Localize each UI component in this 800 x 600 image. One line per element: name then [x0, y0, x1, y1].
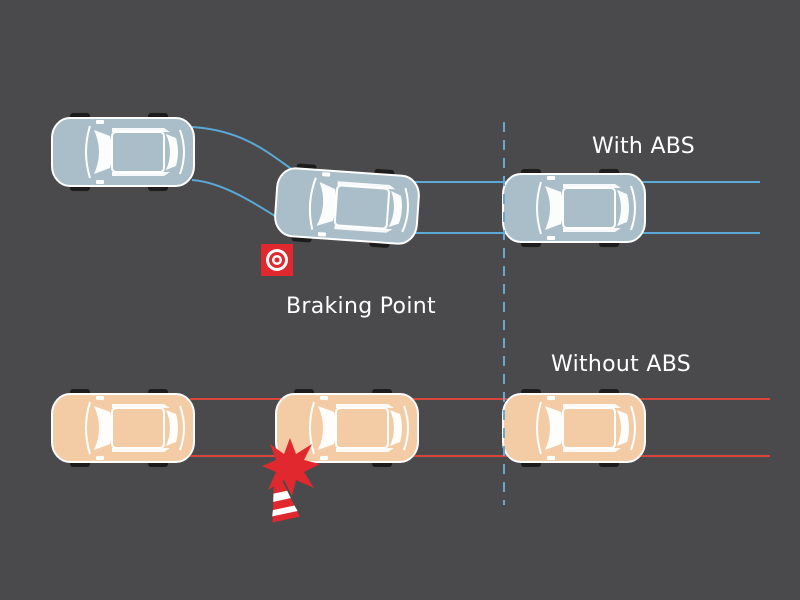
no-abs-car-start — [51, 388, 195, 468]
without-abs-label: Without ABS — [551, 352, 691, 377]
without-abs-scenario — [51, 388, 770, 523]
braking-point-label: Braking Point — [286, 294, 436, 319]
target-icon — [261, 244, 293, 276]
no-abs-car-end — [502, 388, 646, 468]
traffic-cone-icon — [272, 479, 300, 523]
abs-car-steering — [272, 161, 422, 251]
abs-car-end — [502, 168, 646, 248]
with-abs-label: With ABS — [592, 134, 696, 159]
with-abs-scenario — [51, 112, 760, 276]
abs-car-start — [51, 112, 195, 192]
